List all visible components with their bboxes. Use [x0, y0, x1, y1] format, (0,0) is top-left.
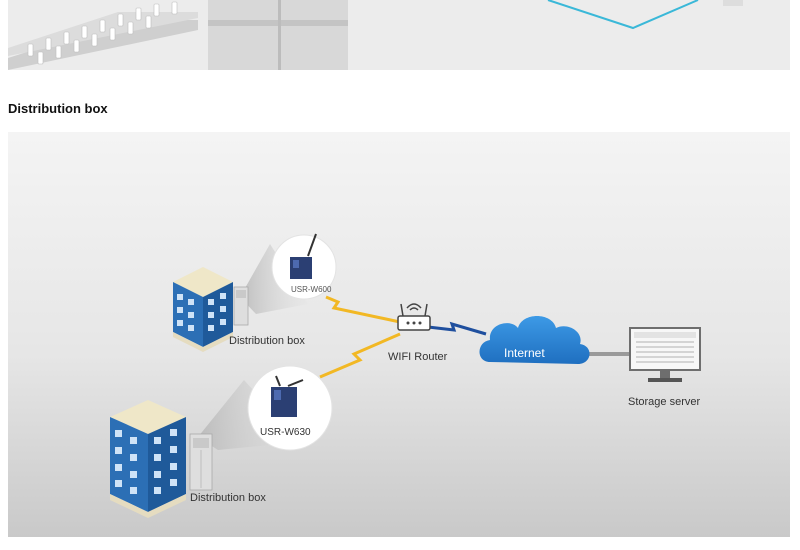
- wireless-link-top: [325, 295, 401, 324]
- device-bubble-bottom: [247, 365, 333, 451]
- diagram-canvas: [110, 233, 701, 518]
- top-banner-image: [8, 0, 790, 70]
- internet-cloud-icon: [479, 316, 590, 364]
- server-label: Storage server: [628, 396, 701, 408]
- distribution-box-label-bottom: Distribution box: [190, 492, 266, 504]
- building-top: [173, 267, 233, 352]
- router-to-internet-link: [427, 321, 487, 336]
- network-diagram: USR-W600 Distribution box WIFI Router In…: [8, 132, 790, 537]
- distribution-box-cabinet-top: [233, 286, 249, 326]
- device-label-bottom: USR-W630: [260, 427, 311, 438]
- router-label: WIFI Router: [388, 351, 448, 363]
- distribution-box-cabinet-bottom: [189, 433, 213, 491]
- building-bottom: [110, 400, 186, 518]
- distribution-box-label-top: Distribution box: [229, 335, 305, 347]
- section-title: Distribution box: [8, 101, 108, 116]
- conveyor-illustration: [8, 0, 790, 70]
- storage-server-icon: [629, 327, 701, 382]
- wireless-link-bottom: [319, 332, 401, 379]
- internet-label: Internet: [504, 346, 545, 360]
- device-bubble-top: [271, 233, 337, 300]
- wifi-router-icon: [397, 303, 431, 331]
- device-label-top: USR-W600: [291, 285, 332, 294]
